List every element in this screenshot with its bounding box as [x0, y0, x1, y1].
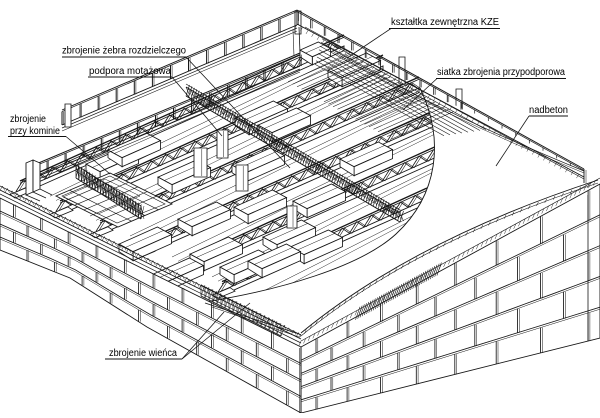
svg-text:zbrojenie: zbrojenie: [10, 114, 46, 125]
svg-text:przy kominie: przy kominie: [10, 126, 60, 137]
svg-text:kształtka zewnętrzna KZE: kształtka zewnętrzna KZE: [391, 17, 499, 28]
svg-text:podpora motażowa: podpora motażowa: [89, 66, 171, 77]
svg-text:nadbeton: nadbeton: [529, 105, 568, 116]
svg-text:zbrojenie wieńca: zbrojenie wieńca: [109, 348, 177, 359]
svg-text:zbrojenie żebra rozdzielczego: zbrojenie żebra rozdzielczego: [62, 46, 186, 57]
svg-text:siatka zbrojenia przypodporowa: siatka zbrojenia przypodporowa: [437, 67, 565, 78]
